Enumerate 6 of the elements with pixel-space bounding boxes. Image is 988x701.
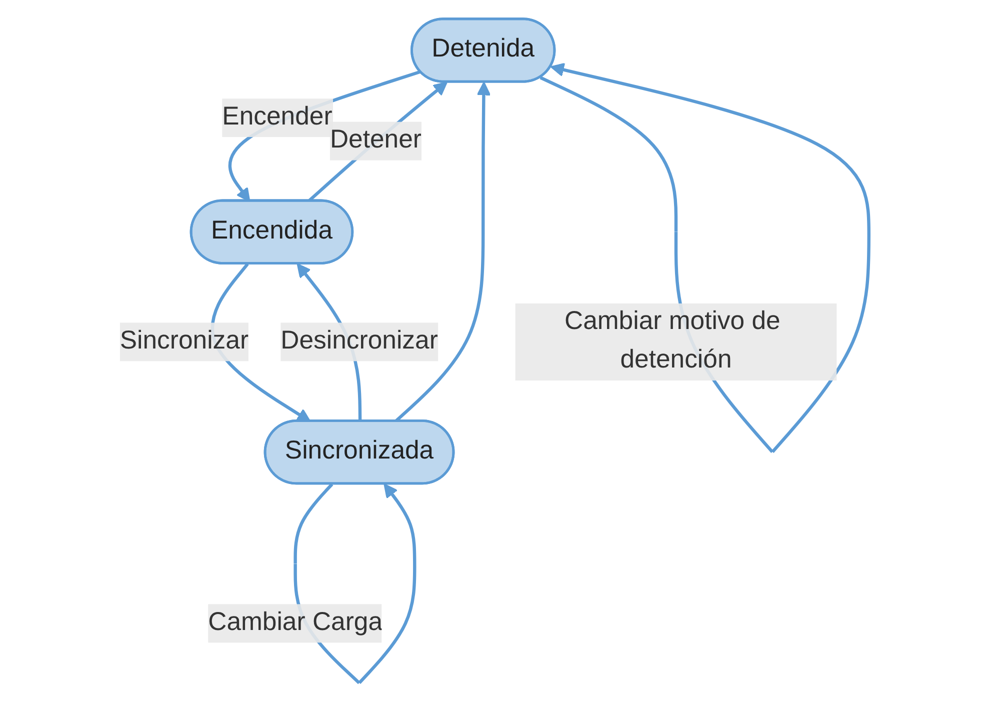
edge-label: Encender [222,102,332,130]
edge-label: Desincronizar [280,326,438,354]
edge-label: Detener [330,126,422,154]
edge-label: Sincronizar [119,326,248,354]
edge-label: Cambiar motivo de detención [564,308,780,374]
edge-label: Cambiar Carga [208,608,382,636]
